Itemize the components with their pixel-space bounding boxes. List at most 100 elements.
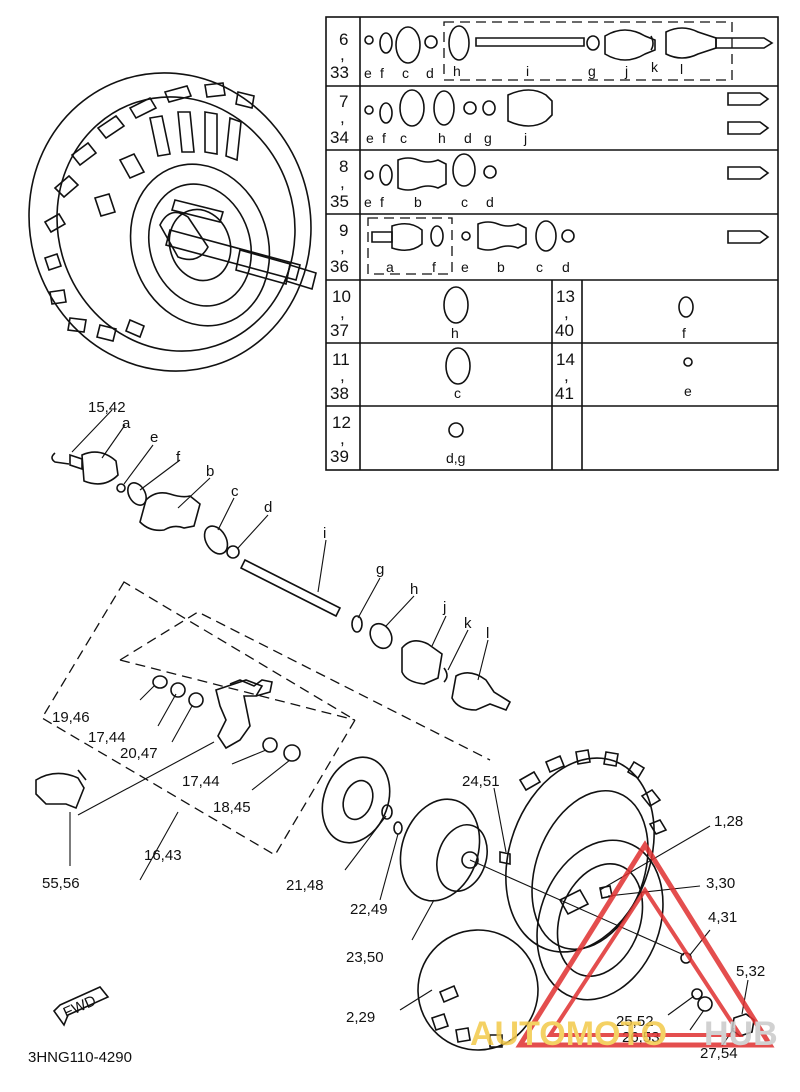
label-j: j	[442, 599, 446, 616]
label-55-56: 55,56	[42, 875, 80, 892]
exploded-driveshaft: 15,42 a e f b c d i g h j k l	[51, 399, 512, 712]
diagram-code: 3HNG110-4290	[28, 1049, 132, 1066]
label-k: k	[464, 615, 472, 632]
label-17-44-a: 17,44	[88, 729, 126, 746]
fwd-arrow-icon	[52, 986, 110, 1027]
row4-label-5: c	[536, 259, 543, 275]
row3-label-2: f	[380, 194, 384, 210]
label-c: c	[231, 483, 239, 500]
row4-parts: a f e b c d	[367, 217, 770, 275]
row1-label-4: d	[426, 65, 434, 81]
label-d: d	[264, 499, 272, 516]
row2-label-7: j	[523, 130, 527, 146]
svg-text:,: ,	[340, 173, 345, 192]
row1-label-1: e	[364, 65, 372, 81]
cell11-label: c	[454, 385, 461, 401]
cell13-num-bottom: 40	[555, 321, 574, 340]
svg-text:,: ,	[340, 303, 345, 322]
row3-label-5: d	[486, 194, 494, 210]
label-1-28: 1,28	[714, 813, 743, 830]
cell14-label: e	[684, 383, 692, 399]
row3-parts: e f b c d	[364, 153, 770, 210]
parts-table: 6 33 7 34 8 35 9 36 10 37 13 40 11 38 14…	[325, 16, 779, 471]
row2-label-3: c	[400, 130, 407, 146]
cell12-label: d,g	[446, 450, 465, 466]
label-b: b	[206, 463, 214, 480]
label-g: g	[376, 561, 384, 578]
cell10-label: h	[451, 325, 459, 341]
row4-label-3: e	[461, 259, 469, 275]
cell14-part	[683, 357, 693, 367]
cell10-num-top: 10	[332, 287, 351, 306]
row4-label-6: d	[562, 259, 570, 275]
cell14-num-top: 14	[556, 350, 575, 369]
label-i: i	[323, 525, 326, 542]
cell10-part	[443, 286, 469, 324]
label-h: h	[410, 581, 418, 598]
row3-label-1: e	[364, 194, 372, 210]
label-27-54: 27,54	[700, 1045, 738, 1062]
svg-text:,: ,	[340, 429, 345, 448]
row3-label-4: c	[461, 194, 468, 210]
label-5-32: 5,32	[736, 963, 765, 980]
cell12-part	[448, 422, 464, 438]
row2-parts: e f c h d g j	[364, 89, 770, 146]
row1-num-bottom: 33	[330, 63, 349, 82]
label-l: l	[486, 625, 489, 642]
label-16-43: 16,43	[144, 847, 182, 864]
label-25-52: 25,52	[616, 1013, 654, 1030]
label-e: e	[150, 429, 158, 446]
watermark-right: HUB	[704, 1015, 778, 1053]
row1-parts: e f c d h i g j k l	[364, 21, 774, 81]
svg-text:,: ,	[340, 366, 345, 385]
row1-label-2: f	[380, 65, 384, 81]
label-22-49: 22,49	[350, 901, 388, 918]
cell14-num-bottom: 41	[555, 384, 574, 403]
cell13-part	[678, 296, 694, 318]
watermark: AUTOMOTO HUB	[470, 840, 778, 1053]
row4-num-top: 9	[339, 221, 348, 240]
row2-label-5: d	[464, 130, 472, 146]
svg-text:,: ,	[564, 366, 569, 385]
row1-label-10: l	[680, 61, 683, 77]
top-wheel-assembly	[28, 72, 317, 372]
fwd-label: FWD	[61, 992, 99, 1021]
row1-label-7: g	[588, 63, 596, 79]
row2-num-top: 7	[339, 92, 348, 111]
label-19-46: 19,46	[52, 709, 90, 726]
svg-text:,: ,	[340, 45, 345, 64]
row1-label-3: c	[402, 65, 409, 81]
svg-text:,: ,	[340, 108, 345, 127]
cell12-num-top: 12	[332, 413, 351, 432]
row4-num-bottom: 36	[330, 257, 349, 276]
row1-label-6: i	[526, 63, 529, 79]
cell11-part	[445, 347, 471, 385]
row2-num-bottom: 34	[330, 128, 349, 147]
cell11-num-bottom: 38	[330, 384, 349, 403]
row4-label-1: a	[386, 259, 394, 275]
row4-label-4: b	[497, 259, 505, 275]
label-4-31: 4,31	[708, 909, 737, 926]
label-3-30: 3,30	[706, 875, 735, 892]
row1-num-top: 6	[339, 30, 348, 49]
row3-label-3: b	[414, 194, 422, 210]
label-18-45: 18,45	[213, 799, 251, 816]
row4-label-2: f	[432, 259, 436, 275]
label-15-42: 15,42	[88, 399, 126, 416]
knuckle-assembly: 19,46 17,44 20,47 17,44 18,45 16,43 55,5…	[35, 581, 491, 892]
row2-label-6: g	[484, 130, 492, 146]
label-f: f	[176, 449, 181, 466]
label-a: a	[122, 415, 131, 432]
svg-text:,: ,	[564, 303, 569, 322]
svg-text:,: ,	[340, 237, 345, 256]
row3-num-bottom: 35	[330, 192, 349, 211]
row2-label-4: h	[438, 130, 446, 146]
row1-label-5: h	[453, 63, 461, 79]
watermark-left: AUTOMOTO	[470, 1015, 667, 1053]
cell13-label: f	[682, 325, 686, 341]
cell11-num-top: 11	[332, 350, 350, 369]
row1-label-8: j	[624, 63, 628, 79]
cell13-num-top: 13	[556, 287, 575, 306]
row2-label-1: e	[366, 130, 374, 146]
